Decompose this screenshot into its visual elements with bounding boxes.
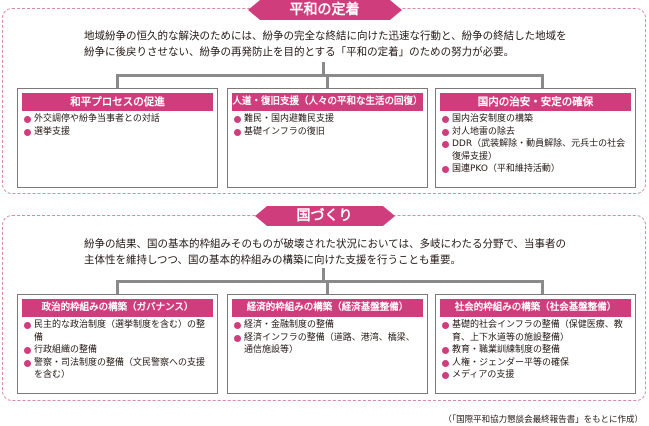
box-social-framework: 社会的枠組みの構築（社会基盤整備） 基礎的社会インフラの整備（保健医療、教育、上… bbox=[435, 294, 636, 394]
box-humanitarian-support: 人道・復旧支援（人々の平和な生活の回復） 難民・国内避難民支援 基礎インフラの復… bbox=[227, 88, 428, 188]
box-peace-process: 和平プロセスの促進 外交調停や紛争当事者との対話 選挙支援 bbox=[17, 88, 218, 188]
section-title-peace-consolidation: 平和の定着 bbox=[247, 0, 402, 20]
list-item: 警察・司法制度の整備（文民警察への支援を含む） bbox=[24, 357, 213, 382]
connector-trunk bbox=[322, 62, 325, 76]
list-item: 難民・国内避難民支援 bbox=[234, 113, 423, 126]
list-item: DDR（武装解除・動員解除、元兵士の社会復帰支援） bbox=[442, 138, 631, 163]
list-item: 民主的な政治制度（選挙制度を含む）の整備 bbox=[24, 319, 213, 344]
connector-branch bbox=[541, 280, 544, 294]
connector-bar bbox=[116, 74, 544, 77]
connector-branch bbox=[116, 280, 119, 294]
list-item: メディアの支援 bbox=[442, 369, 631, 382]
box-economic-framework: 経済的枠組みの構築（経済基盤整備） 経済・金融制度の整備 経済インフラの整備（道… bbox=[227, 294, 428, 394]
list-item: 教育・職業訓練制度の整備 bbox=[442, 344, 631, 357]
box-political-framework: 政治的枠組みの構築（ガバナンス） 民主的な政治制度（選挙制度を含む）の整備 行政… bbox=[17, 294, 218, 394]
box-domestic-security: 国内の治安・安定の確保 国内治安制度の構築 対人地雷の除去 DDR（武装解除・動… bbox=[435, 88, 636, 188]
list-item: 人権・ジェンダー平等の確保 bbox=[442, 357, 631, 370]
list-item: 経済・金融制度の整備 bbox=[234, 319, 423, 332]
box-title: 社会的枠組みの構築（社会基盤整備） bbox=[440, 299, 631, 317]
list-item: 行政組織の整備 bbox=[24, 344, 213, 357]
connector-branch bbox=[326, 280, 329, 294]
connector-branch bbox=[116, 74, 119, 88]
list-item: 選挙支援 bbox=[24, 126, 213, 139]
list-item: 国連PKO（平和維持活動） bbox=[442, 163, 631, 176]
box-title: 政治的枠組みの構築（ガバナンス） bbox=[22, 299, 213, 317]
connector-branch bbox=[326, 74, 329, 88]
list-item: 基礎的社会インフラの整備（保健医療、教育、上下水道等の施設整備） bbox=[442, 319, 631, 344]
box-title: 国内の治安・安定の確保 bbox=[440, 93, 631, 111]
list-item: 外交調停や紛争当事者との対話 bbox=[24, 113, 213, 126]
box-title: 経済的枠組みの構築（経済基盤整備） bbox=[232, 299, 423, 317]
box-title: 和平プロセスの促進 bbox=[22, 93, 213, 111]
source-note: （「国際平和協力懇談会最終報告書」をもとに作成） bbox=[443, 415, 643, 425]
connector-bar bbox=[116, 280, 544, 283]
connector-branch bbox=[541, 74, 544, 88]
list-item: 国内治安制度の構築 bbox=[442, 113, 631, 126]
section-intro-nation-building: 紛争の結果、国の基本的枠組みそのものが破壊された状況においては、多岐にわたる分野… bbox=[84, 238, 567, 266]
box-title: 人道・復旧支援（人々の平和な生活の回復） bbox=[232, 93, 423, 111]
list-item: 対人地雷の除去 bbox=[442, 126, 631, 139]
section-title-nation-building: 国づくり bbox=[254, 206, 395, 226]
connector-trunk bbox=[322, 268, 325, 282]
list-item: 基礎インフラの復旧 bbox=[234, 126, 423, 139]
section-intro-peace-consolidation: 地域紛争の恒久的な解決のためには、紛争の完全な終結に向けた迅速な行動と、紛争の終… bbox=[84, 30, 567, 58]
list-item: 経済インフラの整備（道路、港湾、橋梁、通信施設等） bbox=[234, 332, 423, 357]
